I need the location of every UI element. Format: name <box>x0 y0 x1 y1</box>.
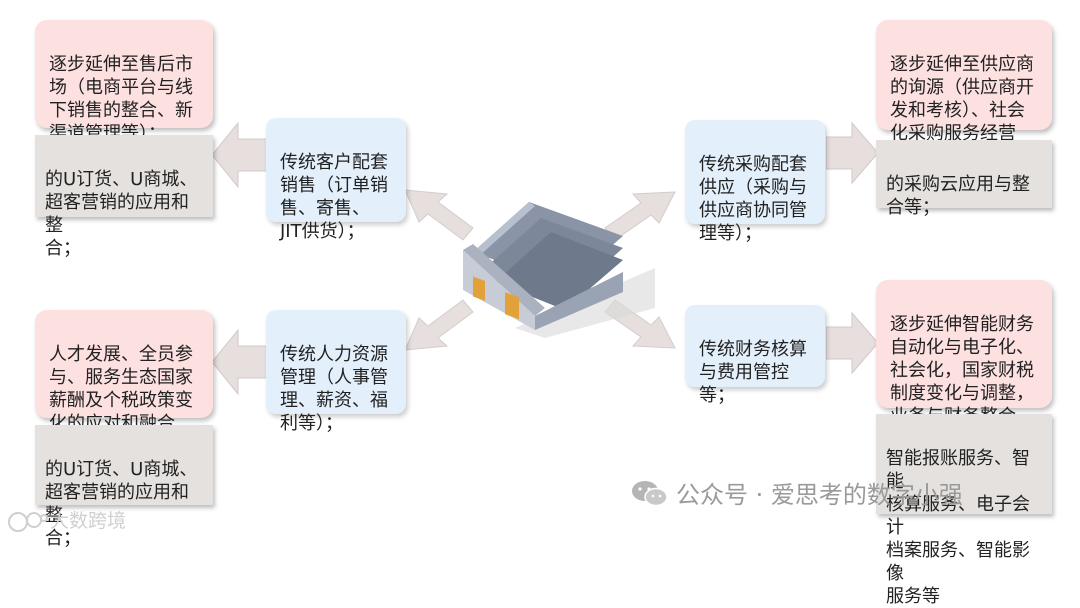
top-left-apps-text: 的U订货、U商城、 超客营销的应用和整 合； <box>45 169 198 259</box>
top-right-traditional-text: 传统采购配套 供应（采购与 供应商协同管 理等）； <box>699 154 807 244</box>
bottom-left-apps-box: 的U订货、U商城、 超客营销的应用和整 合； <box>35 425 213 549</box>
top-left-extend-box: 逐步延伸至售后市 场（电商平台与线 下销售的整合、新 渠道管理等）； <box>35 20 213 144</box>
bottom-right-extend-box: 逐步延伸智能财务 自动化与电子化、 社会化，国家财税 制度变化与调整， 业务与财… <box>876 280 1052 450</box>
top-right-apps-text: 的采购云应用与整 合等； <box>886 174 1030 218</box>
arrow-to-top-right-icon <box>826 121 878 185</box>
corner-logo-icon <box>8 512 48 532</box>
top-right-traditional-box: 传统采购配套 供应（采购与 供应商协同管 理等）； <box>685 120 825 244</box>
arrow-to-top-left-icon <box>212 121 272 189</box>
top-left-apps-box: 的U订货、U商城、 超客营销的应用和整 合； <box>35 135 213 259</box>
bottom-left-extend-box: 人才发展、全员参 与、服务生态国家 薪酬及个税政策变 化的应对和融合等； <box>35 310 213 457</box>
top-left-traditional-text: 传统客户配套 销售（订单销 售、寄售、 JIT供货）； <box>280 152 388 242</box>
top-right-apps-box: 的采购云应用与整 合等； <box>876 140 1052 218</box>
bottom-left-apps-text: 的U订货、U商城、 超客营销的应用和整 合； <box>45 459 198 549</box>
top-left-traditional-box: 传统客户配套 销售（订单销 售、寄售、 JIT供货）； <box>266 118 406 242</box>
top-left-extend-text: 逐步延伸至售后市 场（电商平台与线 下销售的整合、新 渠道管理等）； <box>49 54 193 144</box>
wechat-icon <box>632 481 668 507</box>
bottom-left-traditional-box: 传统人力资源 管理（人事管 理、薪资、福 利等）； <box>266 310 406 434</box>
bottom-right-apps-text: 智能报账服务、智能 核算服务、电子会计 档案服务、智能影像 服务等 <box>886 448 1030 607</box>
wechat-watermark-text: 公众号 · 爱思考的数字小强 <box>676 481 963 509</box>
warehouse-building-icon <box>463 202 655 338</box>
top-right-extend-box: 逐步延伸至供应商 的询源（供应商开 发和考核）、社会 化采购服务经营等； <box>876 20 1052 167</box>
arrow-to-bottom-right-icon <box>826 311 878 375</box>
bottom-right-traditional-box: 传统财务核算 与费用管控等； <box>685 305 825 406</box>
bottom-left-extend-text: 人才发展、全员参 与、服务生态国家 薪酬及个税政策变 化的应对和融合等； <box>49 344 193 457</box>
bottom-left-traditional-text: 传统人力资源 管理（人事管 理、薪资、福 利等）； <box>280 344 388 434</box>
arrow-to-bottom-left-icon <box>212 328 272 396</box>
bottom-right-traditional-text: 传统财务核算 与费用管控等； <box>699 339 807 406</box>
corner-watermark-text: 大数跨境 <box>50 510 127 532</box>
